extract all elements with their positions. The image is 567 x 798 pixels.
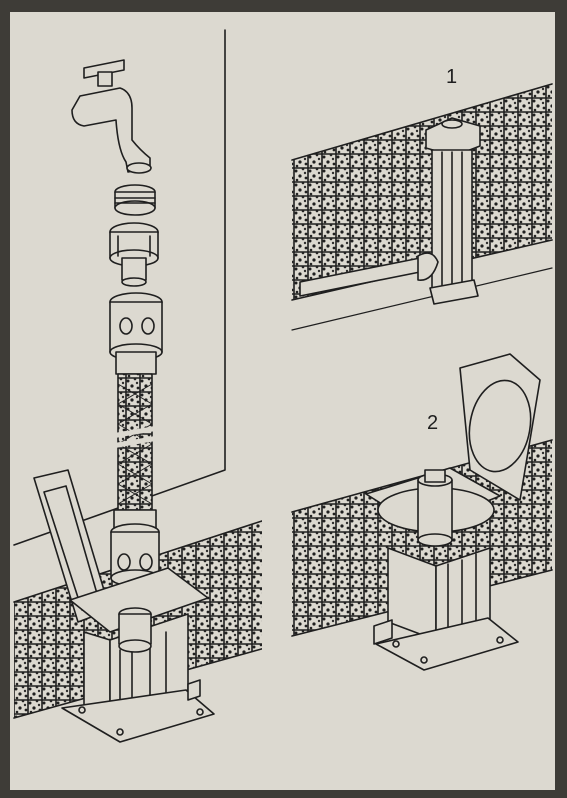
tap-icon bbox=[71, 59, 152, 174]
hose-connector-icon bbox=[109, 292, 163, 375]
braided-hose-icon bbox=[109, 373, 161, 511]
step-number-2: 2 bbox=[427, 412, 439, 434]
tap-connector-icon bbox=[109, 222, 159, 287]
hose-connector-lower-icon bbox=[110, 509, 160, 587]
ground-socket-icon bbox=[33, 469, 215, 743]
step-number-1: 1 bbox=[446, 66, 458, 88]
left-scene bbox=[13, 29, 266, 743]
step-2-scene bbox=[291, 353, 553, 671]
ground-socket-open-icon bbox=[365, 353, 541, 671]
ground-strip-step-1 bbox=[292, 84, 552, 300]
step-1-scene bbox=[291, 83, 553, 331]
wall-edge bbox=[13, 29, 226, 546]
thread-adapter-icon bbox=[114, 184, 156, 216]
standpipe-icon bbox=[417, 117, 481, 305]
